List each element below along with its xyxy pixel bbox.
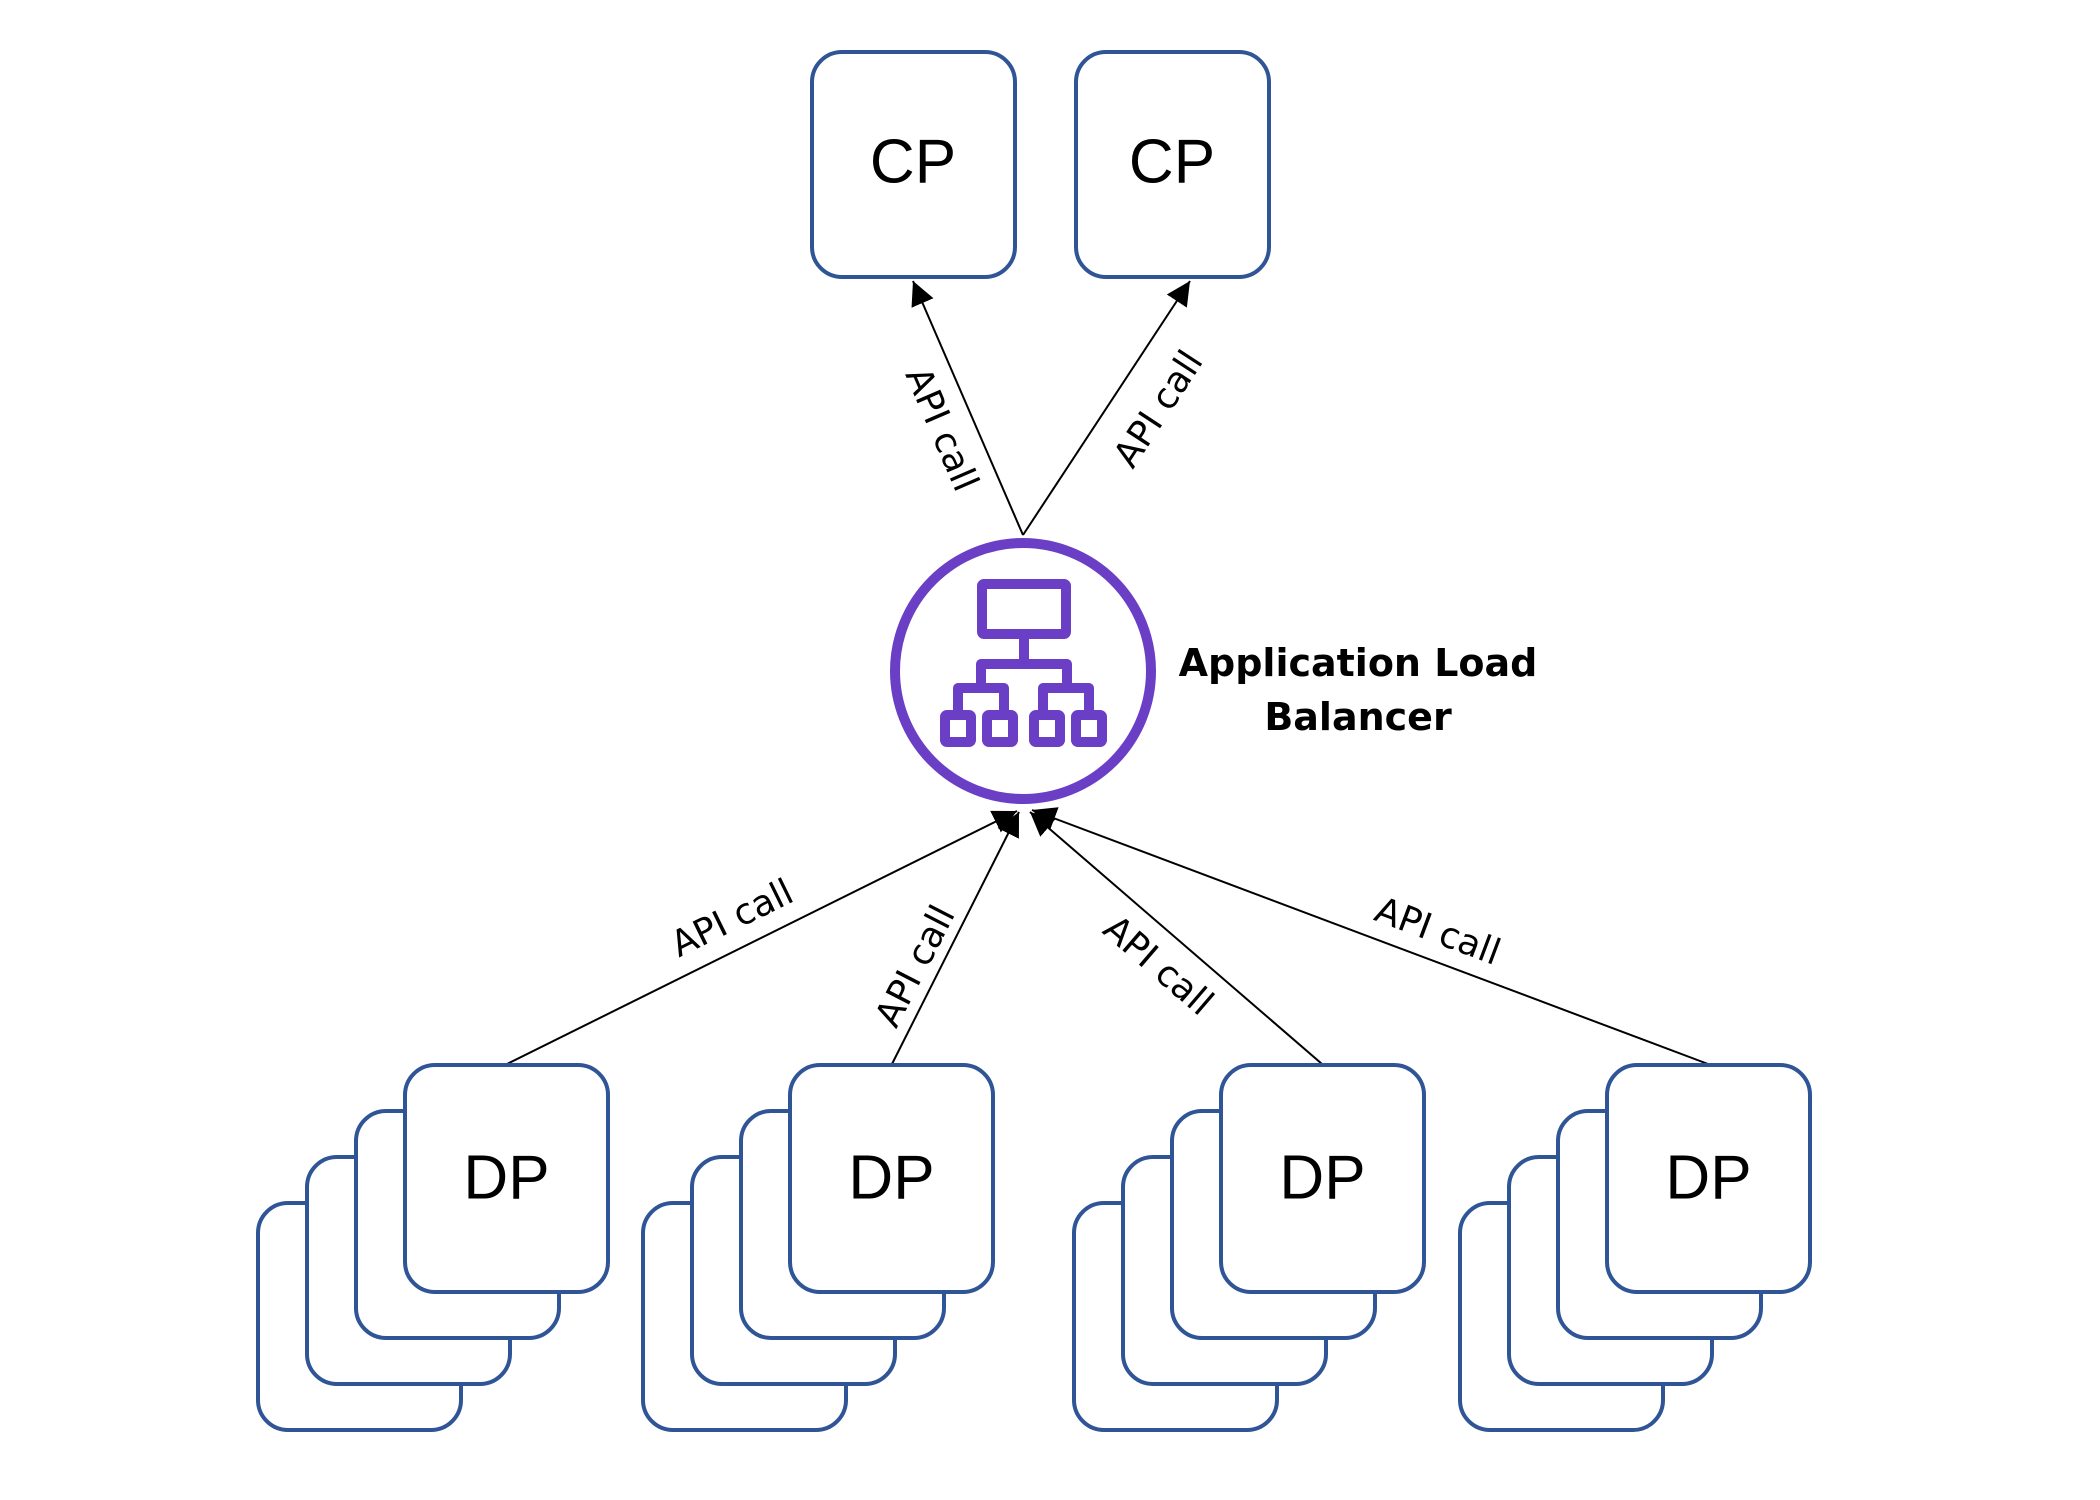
edge-label-alb-cp2: API call <box>1106 343 1212 474</box>
load-balancer-hierarchy-icon <box>940 579 1107 747</box>
cp-box <box>1074 50 1271 279</box>
data-plane-stack: DP <box>1458 1063 1812 1432</box>
cp-box <box>810 50 1017 279</box>
edge-dp1-to-alb <box>506 810 1018 1065</box>
alb-label-line2: Balancer <box>1264 695 1452 739</box>
edge-alb-to-cp2 <box>1022 280 1191 536</box>
dp-label: DP <box>848 1143 934 1212</box>
application-load-balancer: Application Load Balancer <box>890 538 1538 804</box>
edge-label-alb-cp1: API call <box>897 361 986 497</box>
control-plane-node: CP <box>1074 50 1271 279</box>
edge-label-dp4-alb: API call <box>1369 889 1505 973</box>
data-plane-stack: DP <box>256 1063 610 1432</box>
edges <box>506 280 1709 1065</box>
edge-label-dp2-alb: API call <box>868 899 964 1034</box>
edge-dp4-to-alb <box>1031 807 1709 1065</box>
edge-alb-to-cp1 <box>911 280 1024 536</box>
dp-box-front <box>1219 1063 1426 1294</box>
alb-label-line1: Application Load <box>1179 641 1538 685</box>
control-plane-node: CP <box>810 50 1017 279</box>
dp-label: DP <box>1279 1143 1365 1212</box>
edge-dp3-to-alb <box>1029 811 1323 1065</box>
dp-label: DP <box>463 1143 549 1212</box>
alb-ring <box>890 538 1156 804</box>
dp-box-front <box>1605 1063 1812 1294</box>
edge-dp2-to-alb <box>891 811 1020 1065</box>
dp-label: DP <box>1665 1143 1751 1212</box>
edge-label-dp3-alb: API call <box>1095 908 1220 1024</box>
data-plane-stack: DP <box>641 1063 995 1432</box>
cp-label: CP <box>870 127 956 196</box>
cp-label: CP <box>1129 127 1215 196</box>
dp-box-front <box>788 1063 995 1294</box>
data-plane-stacks: DP DP DP DP <box>256 1063 1812 1432</box>
data-plane-stack: DP <box>1072 1063 1426 1432</box>
dp-box-front <box>403 1063 610 1294</box>
